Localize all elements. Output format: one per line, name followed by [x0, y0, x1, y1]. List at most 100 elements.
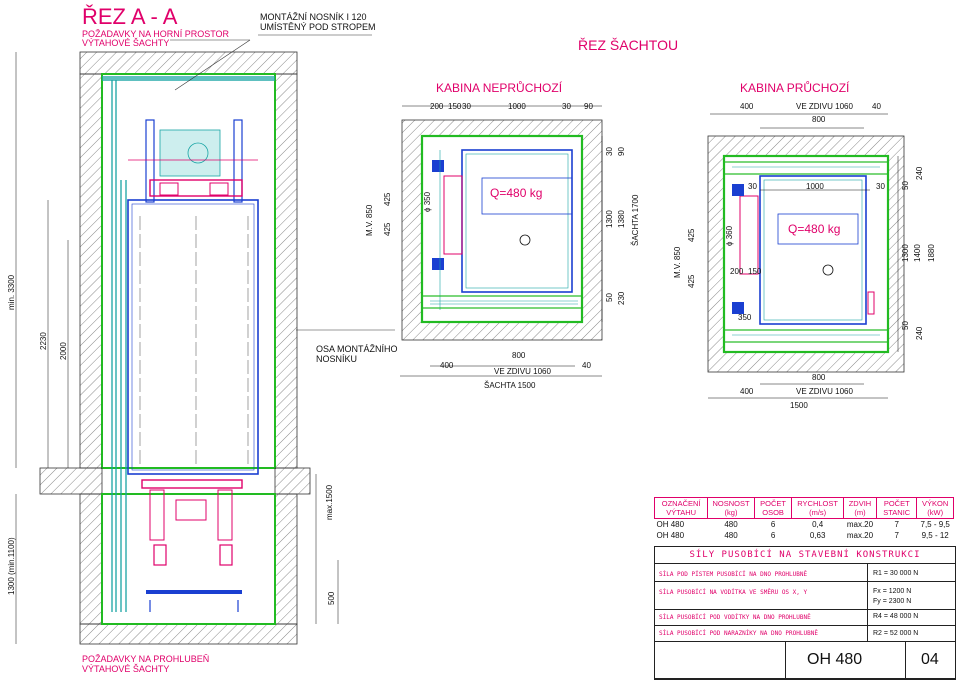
title-stamp: OH 480 04 [654, 641, 956, 679]
plan-a-left-dim-1: 425 [383, 222, 392, 236]
plan-b-bottom-dim-2: 400 [740, 387, 754, 396]
shaft-section-title: ŘEZ ŠACHTOU [578, 37, 679, 53]
spec-header-cell: OZNAČENÍ VÝTAHU [653, 497, 709, 519]
stamp-sheet: 04 [921, 651, 939, 668]
ceiling-slab [79, 51, 298, 75]
pit-outline [101, 493, 276, 625]
plan-a-right-dim-4: 1380 [617, 210, 626, 228]
plan-a-right-dim-3: 1300 [605, 210, 614, 228]
beam-note-1: MONTÁŽNÍ NOSNÍK I 120 [260, 12, 367, 22]
axis-note-2: NOSNÍKU [316, 354, 358, 364]
spec-header-cell: POČET OSOB [753, 497, 793, 519]
forces-title: SÍLY PUSOBÍCÍ NA STAVEBNÍ KONSTRUKCI [689, 550, 921, 560]
plan-a-left-dim-2: 425 [383, 192, 392, 206]
plan-a-top-dim-1: 200 [430, 102, 444, 111]
force-value-3: R4 = 48 000 N [873, 613, 919, 620]
spec-cell: OH 480 [656, 531, 685, 540]
car-body [127, 199, 259, 475]
dim-total-height: min. 3300 [7, 274, 16, 310]
plan-b-right-dim-1: 1300 [901, 244, 910, 262]
plan-a-right-dim-7: 230 [617, 291, 626, 305]
landing-slab-left [39, 467, 103, 495]
spec-cell: 9,5 - 12 [921, 531, 949, 540]
plan-a-title: KABINA NEPRŮCHOZÍ [436, 81, 563, 95]
dim-2000: 2000 [59, 342, 68, 360]
plan-b-phi: ϕ 360 [725, 225, 734, 246]
spec-cell: 6 [770, 520, 776, 529]
spec-cell: 7 [894, 531, 899, 540]
plan-a-right-dim-6: 50 [605, 293, 614, 302]
dim-max1500: max.1500 [325, 484, 334, 520]
plan-a-top-dim-5: 30 [562, 102, 571, 111]
plan-a-load: Q=480 kg [490, 186, 543, 200]
pit-note-1: POŽADAVKY NA PROHLUBEŇ [82, 654, 210, 664]
plan-b-right-dim-2: 1400 [913, 244, 922, 262]
spec-cell: OH 480 [656, 520, 685, 529]
plan-a-right-dim-1: 30 [605, 147, 614, 156]
spec-table-header-row: OZNAČENÍ VÝTAHU NOSNOST (kg) POČET OSOB … [653, 497, 954, 519]
pit-wall-right [274, 493, 298, 625]
stamp-model: OH 480 [807, 651, 863, 668]
plan-a-bottom-dim-4: 40 [582, 361, 591, 370]
force-label-3: SÍLA PUSOBÍCÍ POD VODÍTKY NA DNO PROHLUB… [659, 614, 811, 621]
forces-box: SÍLY PUSOBÍCÍ NA STAVEBNÍ KONSTRUKCI SÍL… [654, 546, 956, 680]
plan-b-title: KABINA PRŮCHOZÍ [740, 81, 850, 95]
section-subtitle-1: POŽADAVKY NA HORNÍ PROSTOR [82, 29, 230, 39]
plan-b-inner-dim-3: 30 [876, 182, 885, 191]
plan-b-bottom-dim-1: 800 [812, 373, 826, 382]
axis-note-1: OSA MONTÁŽNÍHO [316, 344, 398, 354]
plan-a-right-dim-5: ŠACHTA 1700 [631, 194, 640, 246]
plan-a-top-dim-2: 150 [448, 102, 462, 111]
plan-b-top-dim-4: 800 [812, 115, 826, 124]
plan-b-top-dim-2: VE ZDIVU 1060 [796, 102, 853, 111]
plan-a [400, 105, 603, 377]
plan-a-mv: M.V. 850 [365, 204, 374, 236]
plan-b-mv: M.V. 850 [673, 246, 682, 278]
table-row: OH 480 480 6 0,4 max.20 7 7,5 - 9,5 [655, 519, 954, 531]
force-value-2b: Fy = 2300 N [873, 598, 912, 605]
pit-note-2: VÝTAHOVÉ ŠACHTY [82, 664, 170, 674]
spec-header-cell: ZDVIH (m) [842, 497, 878, 519]
plan-a-bottom-dim-1: 800 [512, 351, 526, 360]
force-value-4: R2 = 52 000 N [873, 630, 919, 637]
force-label-4: SÍLA PUSOBÍCÍ POD NARAZNÍKY NA DNO PROHL… [659, 630, 818, 637]
table-row: OH 480 480 6 0,63 max.20 7 9,5 - 12 [655, 530, 954, 541]
plan-a-top-dim-3: 30 [462, 102, 471, 111]
spec-cell: 0,4 [812, 520, 824, 529]
force-label-1: SÍLA POD PÍSTEM PUSOBÍCÍ NA DNO PROHLUBN… [659, 571, 808, 578]
spec-cell: max.20 [846, 520, 874, 529]
landing-slab-right [274, 467, 311, 495]
plan-b-inner-dim-2: 1000 [806, 182, 824, 191]
plan-b-bottom-dim-4: 1500 [790, 401, 808, 410]
spec-table: OZNAČENÍ VÝTAHU NOSNOST (kg) POČET OSOB … [653, 497, 954, 541]
mounting-beam [102, 76, 275, 81]
plan-b-left-dim-1: 425 [687, 274, 696, 288]
plan-a-phi: ϕ 350 [423, 191, 432, 212]
shaft-outline-upper [101, 73, 276, 469]
plan-b-top-dim-1: 400 [740, 102, 754, 111]
plan-b-right-dim-5: 240 [915, 326, 924, 340]
dim-2230: 2230 [39, 332, 48, 350]
spec-cell: max.20 [846, 531, 874, 540]
section-title: ŘEZ A - A [82, 4, 178, 29]
pit-floor [79, 623, 298, 645]
force-value-2: Fx = 1200 N [873, 588, 912, 595]
plan-b-misc-dim-2: 150 [748, 267, 762, 276]
right-wall-upper [274, 73, 298, 469]
spec-cell: 7,5 - 9,5 [920, 520, 950, 529]
plan-b-misc-dim-1: 200 [730, 267, 744, 276]
spec-header-cell: VÝKON (kW) [916, 497, 954, 519]
plan-b-inner-dim-5: 240 [915, 166, 924, 180]
section-a-a [15, 39, 395, 645]
plan-a-bottom-dim-2: 400 [440, 361, 454, 370]
plan-b-load: Q=480 kg [788, 222, 841, 236]
plan-b-inner-dim-4: 50 [901, 181, 910, 190]
spec-cell: 7 [894, 520, 899, 529]
spec-cell: 0,63 [809, 531, 826, 540]
spec-cell: 480 [724, 520, 738, 529]
plan-b-inner-dim-1: 30 [748, 182, 757, 191]
spec-header-cell: POČET STANIC [876, 497, 918, 519]
plan-a-top-dim-4: 1000 [508, 102, 526, 111]
plan-a-top-dim-6: 90 [584, 102, 593, 111]
